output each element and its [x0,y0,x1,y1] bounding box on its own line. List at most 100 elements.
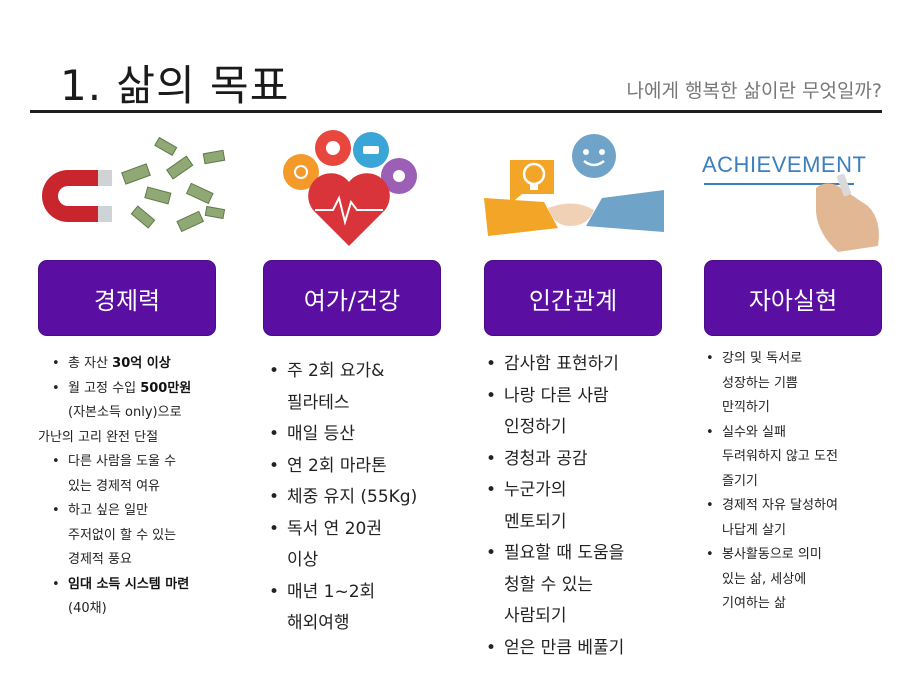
goal-list-item: 하고 싶은 일만 [52,499,248,524]
page-subtitle: 나에게 행복한 삶이란 무엇일까? [626,80,882,102]
goal-list-item: 매일 등산 [269,419,457,451]
goal-list-item: 주저없이 할 수 있는 [68,524,248,549]
column-relationships: 인간관계 감사함 표현하기나랑 다른 사람인정하기경청과 공감누군가의멘토되기필… [474,128,674,664]
goal-text: 필요할 때 도움을 [504,543,625,563]
goal-list-item: 두려워하지 않고 도전 [722,445,902,470]
heart-health-icon [253,128,453,252]
goal-list-item: 누군가의 [486,475,679,507]
goal-text: 나답게 살기 [722,522,786,538]
handshake-idea-icon [474,128,674,252]
goal-list-item: 성장하는 기쁨 [722,372,902,397]
title-divider [30,110,882,113]
goal-text: 봉사활동으로 의미 [722,547,822,562]
goal-text: 멘토되기 [504,511,567,532]
column-leisure-health: 여가/건강 주 2회 요가&필라테스매일 등산연 2회 마라톤체중 유지 (55… [253,128,453,633]
economy-goal-list: 총 자산 30억 이상월 고정 수입 500만원(자본소득 only)으로가난의… [38,352,248,622]
page-title: 1. 삶의 목표 [60,61,290,110]
goal-text-bold: 30억 이상 [112,356,171,371]
goal-text: 연 2회 마라톤 [287,455,387,476]
goal-list-item: (자본소득 only)으로 [68,401,248,426]
achievement-hand-icon: ACHIEVEMENT [694,128,894,252]
leisure-health-goal-list: 주 2회 요가&필라테스매일 등산연 2회 마라톤체중 유지 (55Kg) 독서 … [269,356,457,640]
goal-list-item: 독서 연 20권 [269,514,457,546]
goal-list-item: 청할 수 있는 [504,570,679,602]
goal-text: 두려워하지 않고 도전 [722,449,838,464]
goal-text: 감사함 표현하기 [504,354,619,374]
goal-list-item: 얻은 만큼 베풀기 [486,633,679,665]
goal-list-item: (40채) [68,597,248,622]
goal-text: (40채) [68,601,107,616]
goal-text: 경청과 공감 [504,448,588,469]
goal-text: 나랑 다른 사람 [504,385,609,406]
goal-text: 경제적 자유 달성하여 [722,498,838,513]
goal-list-item: 강의 및 독서로 [706,347,902,372]
goal-text: 강의 및 독서로 [722,351,803,366]
goal-list-item: 인정하기 [504,412,679,444]
goal-list-item: 사람되기 [504,601,679,633]
category-relationships-button[interactable]: 인간관계 [484,260,662,336]
goal-list-item: 주 2회 요가& [269,356,457,388]
magnet-money-icon [28,128,228,252]
goal-list-item: 체중 유지 (55Kg) [269,482,457,514]
goal-list-item: 있는 삶, 세상에 [722,568,902,593]
goal-text: 가난의 고리 완전 단절 [38,429,159,445]
goal-text: 만끽하기 [722,400,770,415]
goal-list-item: 경제적 풍요 [68,548,248,573]
goal-text: 매년 1~2회 [287,581,376,602]
goal-text: 독서 연 20권 [287,518,382,539]
goal-text: 있는 경제적 여유 [68,478,160,494]
goal-list-item: 경청과 공감 [486,444,679,476]
goal-text: 주저없이 할 수 있는 [68,527,177,543]
goal-list-item: 임대 소득 시스템 마련 [52,573,248,598]
goal-text: 주 2회 요가& [287,361,385,381]
goal-list-item: 연 2회 마라톤 [269,451,457,483]
goal-list-item: 총 자산 30억 이상 [52,352,248,377]
goal-list-item: 감사함 표현하기 [486,349,679,381]
goal-list-item: 이상 [287,545,457,577]
goal-list-item: 필라테스 [287,388,457,420]
goal-text: 사람되기 [504,606,567,626]
goal-text: 있는 삶, 세상에 [722,571,807,587]
goal-text: 하고 싶은 일만 [68,503,149,518]
goal-list-item: 매년 1~2회 [269,577,457,609]
category-self-realization-button[interactable]: 자아실현 [704,260,882,336]
goal-list-item: 있는 경제적 여유 [68,475,248,500]
goal-list-item: 멘토되기 [504,507,679,539]
goal-list-item: 기여하는 삶 [722,592,902,617]
category-leisure-health-button[interactable]: 여가/건강 [263,260,441,336]
goal-list-item: 필요할 때 도움을 [486,538,679,570]
goal-text: 청할 수 있는 [504,574,594,595]
goal-text-bold: 500만원 [140,380,192,396]
goal-text: 다른 사람을 도울 수 [68,454,177,469]
goal-text: 기여하는 삶 [722,596,786,611]
goal-list-item: 봉사활동으로 의미 [706,543,902,568]
goal-list-item: 나답게 살기 [722,519,902,544]
goal-list-item: 실수와 실패 [706,421,902,446]
goal-list-item: 만끽하기 [722,396,902,421]
goal-text: 성장하는 기쁨 [722,375,798,391]
goal-list-item: 나랑 다른 사람 [486,381,679,413]
goal-text: 매일 등산 [287,424,355,444]
goal-text: 즐기기 [722,473,758,489]
relationships-goal-list: 감사함 표현하기나랑 다른 사람인정하기경청과 공감누군가의멘토되기필요할 때 … [486,349,679,665]
achievement-text: ACHIEVEMENT [702,152,866,177]
goal-list-item: 월 고정 수입 500만원 [52,377,248,402]
goal-text: (자본소득 only)으로 [68,405,182,420]
goal-list-item: 다른 사람을 도울 수 [52,450,248,475]
goal-text: 누군가의 [504,480,567,500]
goal-text: 이상 [287,550,319,570]
goal-text-bold: 임대 소득 시스템 마련 [68,576,190,592]
goal-list-item: 즐기기 [722,470,902,495]
goal-list-item: 해외여행 [287,608,457,640]
goal-text: 총 자산 [68,356,113,371]
goal-list-item: 가난의 고리 완전 단절 [38,426,218,451]
goal-text: 얻은 만큼 베풀기 [504,637,625,658]
goal-text: 실수와 실패 [722,424,786,440]
goal-text: 인정하기 [504,417,567,437]
goal-text: 경제적 풍요 [68,552,132,567]
goal-text: 필라테스 [287,392,350,413]
column-economy: 경제력 총 자산 30억 이상월 고정 수입 500만원(자본소득 only)으… [28,128,228,616]
category-economy-button[interactable]: 경제력 [38,260,216,336]
